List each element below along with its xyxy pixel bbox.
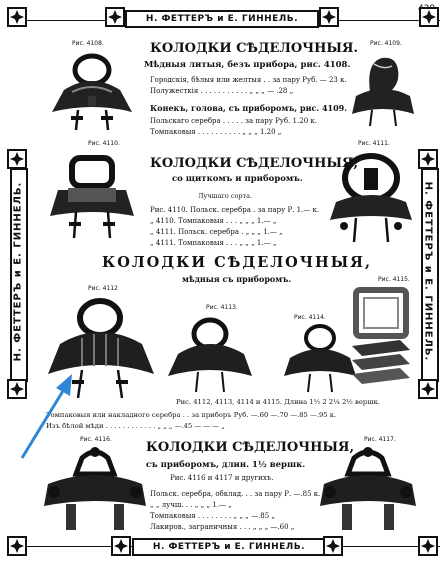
figure-label: Рис. 4109. <box>370 40 402 47</box>
saddle-terret-4117-image <box>320 447 416 530</box>
price-line: „ 4111. Польск. серебра . „ „ „ 1.— „ <box>150 228 283 236</box>
corner-ornament-icon <box>7 149 27 169</box>
saddle-terret-4113-image <box>168 317 252 393</box>
figure-label: Рис. 4108. <box>72 40 104 47</box>
figure-label: Рис. 4116. <box>80 436 112 443</box>
size-row: Рис. 4112, 4113, 4114 и 4115. Длина 1½ 2… <box>176 398 380 406</box>
saddle-terret-4116-image <box>44 447 146 530</box>
corner-ornament-icon <box>111 536 131 556</box>
section-subtitle: Рис. 4116 и 4117 и другихъ. <box>170 474 274 482</box>
section-title: КОЛОДКИ СѢДЕЛОЧНЫЯ, <box>150 156 359 171</box>
price-line: Полужесткія . . . . . . . . . . . „ „ „ … <box>150 87 294 95</box>
section-title: КОЛОДКИ СѢДЕЛОЧНЫЯ, <box>102 254 373 271</box>
shield-terret-4111-image <box>330 153 412 243</box>
header-band: Н. ФЕТТЕРЪ и Е. ГИННЕЛЬ. <box>125 10 319 28</box>
saddle-terret-4108-image <box>52 53 132 131</box>
price-line: Рис. 4110. Польск. серебра . за пару Р. … <box>150 206 320 214</box>
price-line: Лакиров., заграничныя . . . „ „ „ —.60 „ <box>150 523 295 531</box>
corner-ornament-icon <box>319 7 339 27</box>
figure-label: Рис. 4111. <box>358 140 390 147</box>
section-title: КОЛОДКИ СѢДЕЛОЧНЫЯ. <box>150 41 359 56</box>
corner-ornament-icon <box>418 379 438 399</box>
figure-label: Рис. 4110. <box>88 140 120 147</box>
section-subtitle: Мѣдныя литыя, безъ прибора, рис. 4108. <box>144 60 351 70</box>
price-line: Польск. серебра, обклад. . . за пару Р. … <box>150 490 321 498</box>
corner-ornament-icon <box>7 536 27 556</box>
buckle-and-blocks-4115-image <box>352 287 410 384</box>
figure-label: Рис. 4115. <box>378 276 410 283</box>
annotation-arrow-icon <box>20 374 72 459</box>
price-line: Польскаго серебра . . . . . за пару Руб.… <box>150 117 317 125</box>
price-line: Томпаковыя . . . . . . . . „ „ „ —.85 „ <box>150 512 276 520</box>
section-subtitle: мѣдныя съ приборомъ. <box>182 274 292 284</box>
figure-label: Рис. 4113. <box>206 304 238 311</box>
section-title: КОЛОДКИ СѢДЕЛОЧНЫЯ, <box>146 440 355 455</box>
price-line: Изъ бѣлой мѣди . . . . . . . . . . . . „… <box>46 422 225 430</box>
price-line: Томпаковыя или накладного серебра . . за… <box>46 411 337 419</box>
corner-ornament-icon <box>7 7 27 27</box>
corner-ornament-icon <box>323 536 343 556</box>
figure-label: Рис. 4114. <box>294 314 326 321</box>
figure-label: Рис. 4112 <box>88 285 118 292</box>
price-line: „ 4110. Томпаковыя . . . „ „ „ 1.— „ <box>150 217 277 225</box>
ornament-icon <box>7 7 27 27</box>
horse-head-terret-4109-image <box>352 57 414 127</box>
section-subtitle: со щиткомъ и приборомъ. <box>172 174 303 184</box>
figure-label: Рис. 4117. <box>364 436 396 443</box>
right-side-band-text: Н. ФЕТТЕРЪ и Е. ГИННЕЛЬ. <box>422 181 434 362</box>
corner-ornament-icon <box>418 536 438 556</box>
corner-ornament-icon <box>7 379 27 399</box>
footer-band: Н. ФЕТТЕРЪ и Е. ГИННЕЛЬ. <box>132 538 326 556</box>
corner-ornament-icon <box>419 7 439 27</box>
price-line: „ „ лучш. . . „ „ „ 1.— „ <box>150 501 232 509</box>
corner-ornament-icon <box>105 7 125 27</box>
price-line: Томпаковыя . . . . . . . . . . „ „ „ 1.2… <box>150 128 282 136</box>
corner-ornament-icon <box>418 149 438 169</box>
price-line: Городскія, бѣлыя или желтыя . . за пару … <box>150 76 347 84</box>
saddle-terret-4114-image <box>284 324 356 393</box>
grade-label: Лучшаго сорта. <box>198 192 253 200</box>
price-line: „ 4111. Томпаковыя . . . „ „ „ 1.— „ <box>150 239 277 247</box>
saddle-terret-4112-image <box>48 298 154 399</box>
shield-terret-4110-image <box>50 155 134 239</box>
section-subtitle: съ приборомъ, длин. 1½ вершк. <box>146 460 306 470</box>
left-side-band-text: Н. ФЕТТЕРЪ и Е. ГИННЕЛЬ. <box>12 181 24 362</box>
price-line: Конекъ, голова, съ приборомъ, рис. 4109. <box>150 103 348 113</box>
